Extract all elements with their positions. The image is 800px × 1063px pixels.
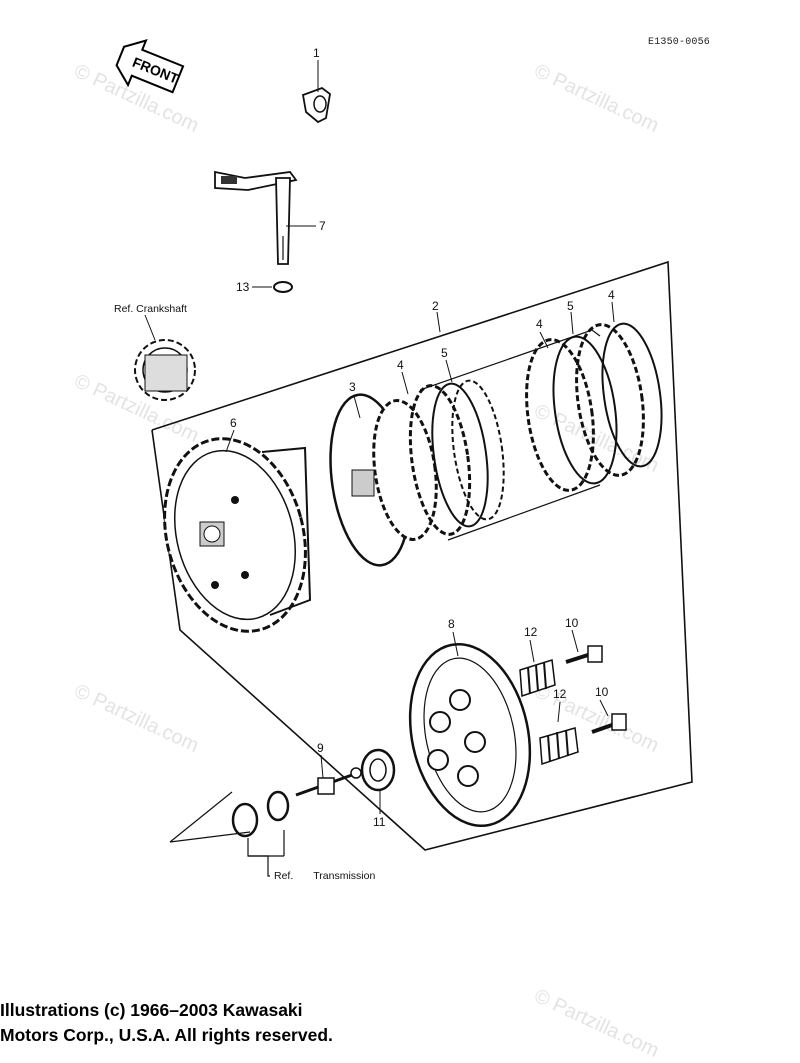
part-1-bracket <box>301 86 331 124</box>
callout-2: 2 <box>432 299 439 313</box>
callout-4: 4 <box>536 317 543 331</box>
callout-12: 12 <box>553 687 567 701</box>
callout-7: 7 <box>319 219 326 233</box>
callout-4: 4 <box>397 358 404 372</box>
part-3-clutch-hub <box>329 393 438 567</box>
callout-8: 8 <box>448 617 455 631</box>
ref-crankshaft-label: Ref. Crankshaft <box>114 303 187 315</box>
part-8-pressure-plate <box>408 642 532 828</box>
part-6-clutch-housing <box>163 437 312 633</box>
callout-6: 6 <box>230 416 237 430</box>
part-10-bolt <box>591 713 627 734</box>
transmission-rings <box>231 790 290 838</box>
front-arrow-icon: FRONT <box>115 38 185 94</box>
drawing-code: E1350-0056 <box>648 37 711 48</box>
credit-line-2: Motors Corp., U.S.A. All rights reserved… <box>0 1025 333 1045</box>
callout-1: 1 <box>313 46 320 60</box>
copyright-credit: Illustrations (c) 1966–2003 Kawasaki Mot… <box>0 998 333 1048</box>
crankshaft-gear <box>134 339 196 401</box>
callout-13: 13 <box>236 280 250 294</box>
callout-numbers: 1 7 13 2 4 5 4 4 5 3 6 8 12 10 12 10 9 1… <box>230 46 615 829</box>
assembly-outline <box>151 260 693 851</box>
callout-5: 5 <box>441 346 448 360</box>
plates-set-front <box>408 379 505 536</box>
part-12-spring <box>519 659 556 698</box>
part-13-o-ring <box>273 281 293 293</box>
part-11-bearing <box>360 748 396 792</box>
callout-10: 10 <box>565 616 579 630</box>
leader-lines <box>144 60 615 814</box>
credit-line-1: Illustrations (c) 1966–2003 Kawasaki <box>0 1000 303 1020</box>
part-2-bracket-line <box>447 484 601 541</box>
part-7-release-shaft <box>214 170 298 265</box>
plates-set-rear <box>525 322 663 492</box>
callout-11: 11 <box>373 815 386 829</box>
callout-10: 10 <box>595 685 609 699</box>
part-12-spring <box>539 727 579 766</box>
part-2-bracket-line <box>419 329 601 391</box>
part-10-bolt <box>565 645 603 664</box>
callout-12: 12 <box>524 625 538 639</box>
callout-9: 9 <box>317 741 324 755</box>
callout-4: 4 <box>608 288 615 302</box>
part-9-push-rod <box>295 767 362 797</box>
ref-transmission-label: Ref.Transmission <box>274 870 376 882</box>
callout-3: 3 <box>349 380 356 394</box>
callout-5: 5 <box>567 299 574 313</box>
